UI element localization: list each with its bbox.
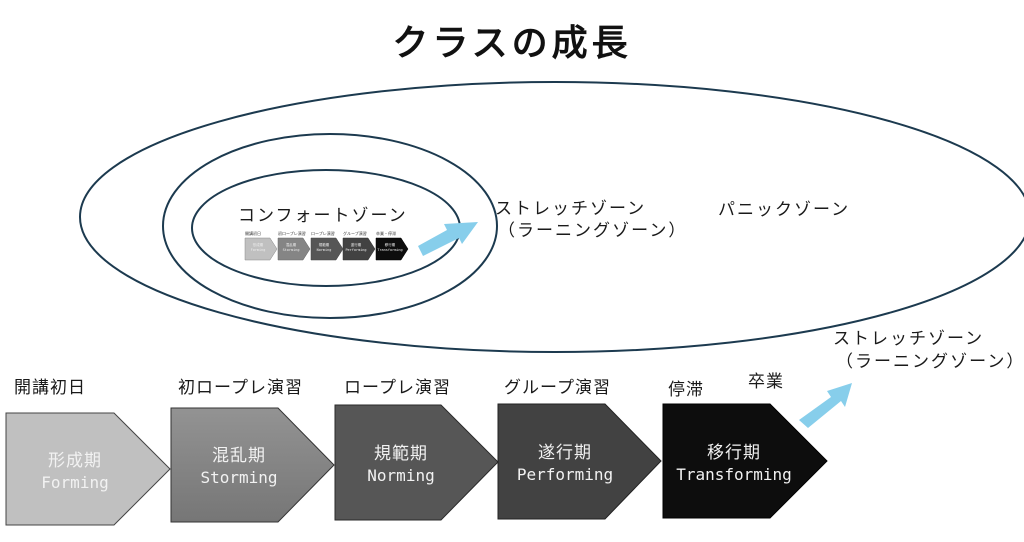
- stage-caption-norming: ロープレ演習: [344, 378, 451, 398]
- mini-stage-caption: グループ演習: [343, 231, 367, 236]
- stage-shape-storming: [170, 407, 335, 523]
- stage-chain: [5, 403, 828, 526]
- mini-stage-performing: 遂行期 Performing: [343, 243, 369, 253]
- stage-jp-label: 形成期: [48, 451, 102, 471]
- mini-stage-shape: [342, 237, 376, 261]
- stage-shape-forming: [5, 412, 171, 526]
- page-title: クラスの成長: [392, 23, 632, 64]
- mini-stage-caption: 初ロープレ演習: [278, 231, 306, 236]
- mini-stage-en: Storming: [282, 248, 300, 252]
- mini-stage-jp: 規範期: [318, 243, 330, 247]
- mini-stage-jp: 遂行期: [350, 243, 362, 247]
- graduation-caption: 卒業: [748, 372, 784, 392]
- comfort-zone-label: コンフォートゾーン: [238, 206, 408, 226]
- stage-jp-label: 移行期: [707, 443, 761, 463]
- mini-stage-jp: 混乱期: [285, 243, 297, 247]
- stage-en-label: Forming: [41, 473, 109, 492]
- mini-stage-en: Norming: [316, 248, 332, 252]
- stage-caption-storming: 初ロープレ演習: [178, 378, 303, 398]
- stage-jp-label: 規範期: [374, 444, 428, 464]
- target-stretch-zone-sublabel: （ラーニングゾーン）: [836, 352, 1024, 372]
- stage-en-label: Norming: [367, 466, 435, 485]
- comfort-zone-ellipse: [191, 169, 461, 287]
- stage-en-label: Storming: [200, 468, 278, 487]
- stage-performing: 遂行期 Performing: [500, 438, 630, 484]
- stage-en-label: Transforming: [676, 465, 792, 484]
- stage-jp-label: 遂行期: [538, 443, 592, 463]
- mini-stage-jp: 形成期: [252, 243, 264, 247]
- mini-stage-shape: [244, 237, 278, 261]
- panic-zone-ellipse: [79, 81, 1024, 353]
- stretch-zone-ellipse: [162, 133, 498, 319]
- stage-caption-performing: グループ演習: [504, 378, 611, 398]
- mini-stage-forming: 形成期 Forming: [245, 243, 271, 253]
- stage-shape-transforming: [662, 403, 828, 519]
- stage-jp-label: 混乱期: [212, 446, 266, 466]
- mini-stage-storming: 混乱期 Storming: [278, 243, 304, 253]
- stretch-zone-sublabel: （ラーニングゾーン）: [498, 221, 688, 241]
- stage-caption-transforming: 停滞: [668, 380, 704, 400]
- mini-stage-jp: 移行期: [384, 243, 396, 247]
- stage-shape-performing: [497, 403, 662, 520]
- mini-stage-norming: 規範期 Norming: [311, 243, 337, 253]
- target-stretch-zone-label: ストレッチゾーン: [833, 329, 985, 349]
- stretch-zone-label: ストレッチゾーン: [495, 199, 647, 219]
- mini-stage-shape: [310, 237, 344, 261]
- stage-storming: 混乱期 Storming: [174, 441, 304, 487]
- mini-stage-en: Transforming: [377, 248, 403, 252]
- mini-stage-caption: 開講初日: [245, 231, 261, 236]
- stage-norming: 規範期 Norming: [336, 439, 466, 485]
- stage-caption-forming: 開講初日: [14, 378, 86, 398]
- stage-en-label: Performing: [516, 465, 614, 484]
- mini-stage-caption: 卒業・停滞: [376, 231, 396, 236]
- graduation-arrow-icon: [799, 383, 852, 428]
- stage-forming: 形成期 Forming: [10, 446, 140, 492]
- mini-stage-transforming: 移行期 Transforming: [376, 243, 404, 253]
- mini-stage-shape: [375, 237, 409, 261]
- mini-stage-chain: [244, 237, 409, 261]
- panic-zone-label: パニックゾーン: [718, 200, 851, 220]
- growth-arrow-icon: [418, 222, 478, 256]
- mini-stage-caption: ロープレ演習: [311, 231, 335, 236]
- mini-stage-en: Forming: [250, 248, 266, 252]
- stage-shape-norming: [334, 404, 499, 521]
- mini-stage-shape: [277, 237, 311, 261]
- mini-stage-en: Performing: [345, 248, 367, 252]
- stage-transforming: 移行期 Transforming: [664, 438, 804, 484]
